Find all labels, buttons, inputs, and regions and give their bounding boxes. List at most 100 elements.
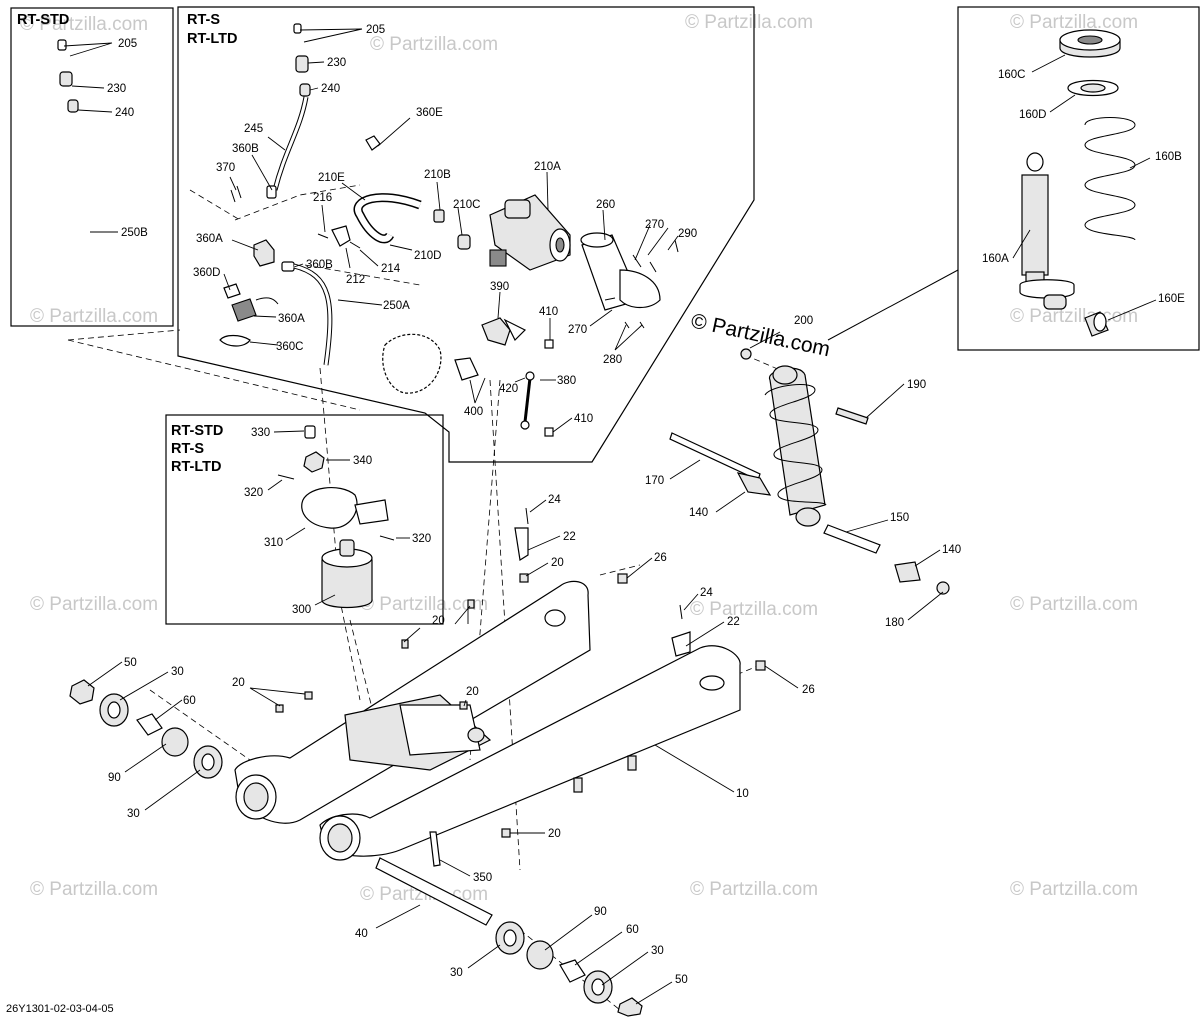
bracket-310 [354,499,389,525]
label-150: 150 [890,512,909,524]
label-410: 410 [574,413,593,425]
link-end-lower [520,420,530,430]
sleeve-150 [823,524,881,554]
label-214: 214 [381,263,401,275]
diagram-code: 26Y1301-02-03-04-05 [6,1003,114,1015]
link-end-upper [525,371,535,381]
bolt-24a [525,507,529,525]
label-230: 230 [327,57,346,69]
label-320: 320 [244,487,263,499]
fitting-205b [293,23,302,34]
nut-340 [303,451,325,473]
strap-360c [219,334,251,347]
nut-180 [936,581,950,595]
clip-360e [365,135,381,151]
screws-370 [230,185,242,203]
screw-214 [349,241,361,249]
collar-90b [526,940,554,970]
shock-160a [1019,152,1075,310]
shock-detail-inset-box [957,6,1200,351]
rt-std-header: RT-STD [17,12,69,28]
label-210b: 210B [424,169,451,181]
rear-shock-assembly [669,269,959,595]
bushing-140b [894,561,921,583]
pump-210a [489,194,571,271]
gear-plate [382,333,442,394]
bolt-190 [835,407,869,425]
label-370: 370 [216,162,235,174]
label-330: 330 [251,427,270,439]
nut-410b [544,427,554,437]
link-380 [523,377,532,423]
label-60: 60 [626,924,639,936]
label-210c: 210C [453,199,481,211]
label-205: 205 [118,38,137,50]
washer-200 [740,348,752,360]
rt-std-inset-box [10,7,174,327]
label-90: 90 [108,772,121,784]
label-290: 290 [678,228,697,240]
fitting-240b [299,83,311,97]
leader-lines [63,28,1157,1005]
nut-50a [69,679,95,705]
label-20: 20 [551,557,564,569]
label-260: 260 [596,199,615,211]
tab-bracket-b [627,755,637,771]
bolt-350 [429,831,441,867]
label-160a: 160A [982,253,1009,265]
label-216: 216 [313,192,332,204]
screw-216 [317,233,329,239]
plate-310 [301,487,358,529]
screws-270-290 [632,239,679,273]
label-230: 230 [107,83,126,95]
label-40: 40 [355,928,368,940]
shock-spring [764,384,827,506]
watermark: © Partzilla.com [1010,306,1138,327]
fitting-210c [457,234,471,250]
collar-90a [161,727,189,757]
label-360c: 360C [276,341,304,353]
label-30: 30 [127,808,140,820]
rt-s-ltd-inset-box [177,6,755,463]
watermark-group: © Partzilla.com © Partzilla.com © Partzi… [20,12,1138,905]
bracket-22a [514,527,529,561]
label-24: 24 [548,494,561,506]
rt-s-ltd-parts [219,23,679,437]
fitting-240a [67,99,79,113]
label-205: 205 [366,24,385,36]
pivot-hardware-left [69,679,223,779]
label-320: 320 [412,533,431,545]
label-20: 20 [466,686,479,698]
spring-seat-160c [1059,29,1121,58]
watermark: © Partzilla.com [1010,594,1138,615]
nut-20c [401,639,409,649]
label-245: 245 [244,123,263,135]
label-280: 280 [603,354,622,366]
watermark: © Partzilla.com [30,594,158,615]
spring-160b [1084,117,1136,241]
watermark: © Partzilla.com [360,594,488,615]
nut-20g [501,828,511,838]
nut-26a [617,573,628,584]
nut-50b [617,997,643,1017]
shock-bottom-mount [795,507,821,527]
pivot-hardware-right [375,857,643,1017]
label-26: 26 [654,552,667,564]
rt-s-header: RT-S [187,12,220,28]
watermark: © Partzilla.com [690,879,818,900]
label-180: 180 [885,617,904,629]
nut-26b [755,660,766,671]
actuator-parts [277,425,395,609]
watermark: © Partzilla.com [1010,12,1138,33]
label-20: 20 [548,828,561,840]
label-50: 50 [675,974,688,986]
watermark: © Partzilla.com [30,306,158,327]
label-90: 90 [594,906,607,918]
bolt-320a [277,474,295,480]
bracket-400 [454,357,479,381]
bolt-320b [379,535,395,541]
label-270: 270 [645,219,664,231]
label-310: 310 [264,537,283,549]
watermark: © Partzilla.com [685,12,813,33]
